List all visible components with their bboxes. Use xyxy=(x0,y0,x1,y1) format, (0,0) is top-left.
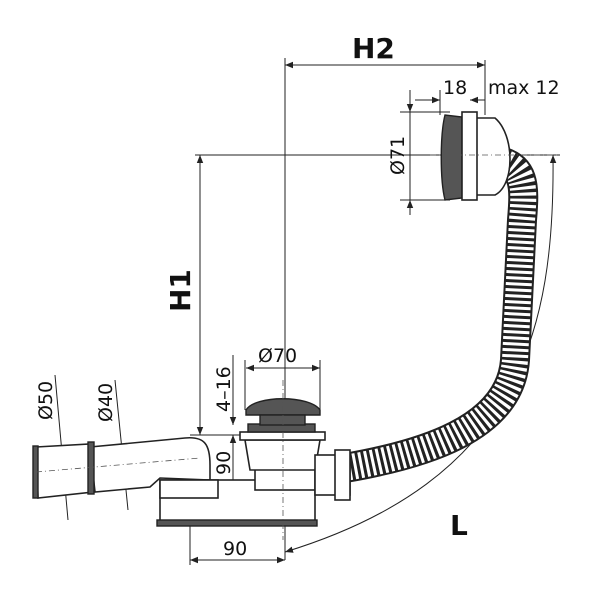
length-label: L xyxy=(450,509,468,542)
drain-diameter-label: Ø70 xyxy=(258,345,297,367)
flexible-hose xyxy=(342,145,539,483)
outlet-50-label: Ø50 xyxy=(35,381,57,420)
h2-label: H2 xyxy=(352,32,395,65)
overflow-gap-label: 18 xyxy=(443,77,467,99)
outlet-40-label: Ø40 xyxy=(95,383,117,422)
h1-label: H1 xyxy=(164,269,197,312)
overflow-diameter-label: Ø71 xyxy=(387,136,409,175)
max-wall-label: max 12 xyxy=(488,77,560,99)
height-90-label: 90 xyxy=(213,451,235,475)
labels: H2 18 max 12 Ø71 H1 Ø70 4–16 90 90 Ø50 Ø… xyxy=(35,32,560,560)
overflow-cover xyxy=(430,111,560,201)
drain-body xyxy=(156,380,351,540)
drain-adjust-label: 4–16 xyxy=(213,366,235,412)
outlet-pipe xyxy=(32,436,211,499)
width-90-label: 90 xyxy=(223,538,247,560)
